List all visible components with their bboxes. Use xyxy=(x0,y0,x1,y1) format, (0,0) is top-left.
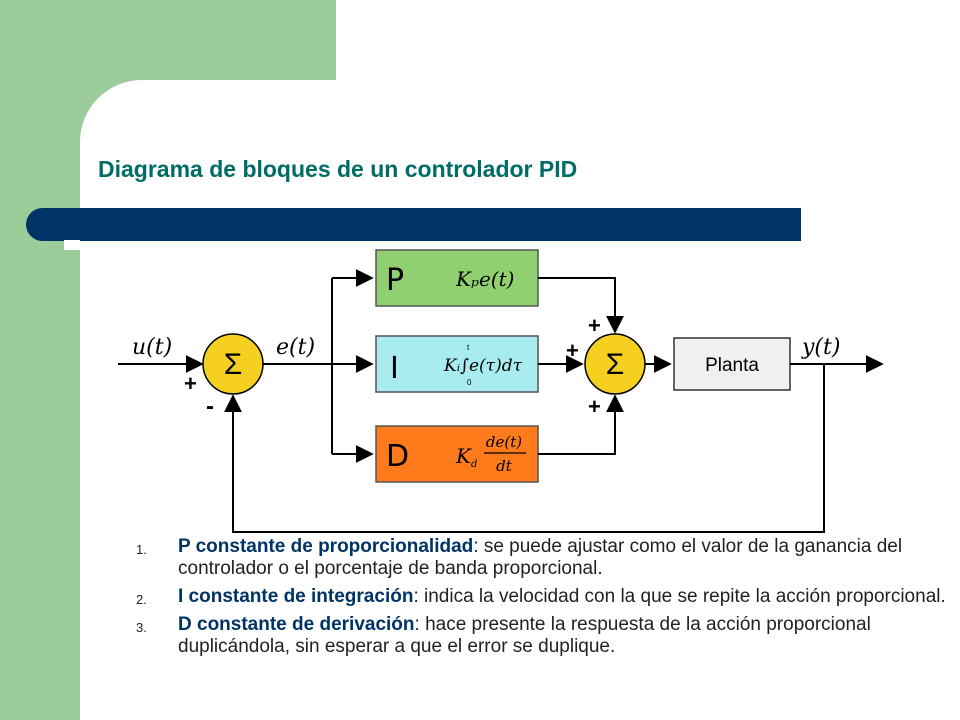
input-label: u(t) xyxy=(132,335,172,360)
error-label: e(t) xyxy=(276,335,315,360)
feedback-loop-line xyxy=(224,364,825,533)
p-block-formula: Kₚe(t) xyxy=(455,267,514,291)
summer2-plus-bottom: + xyxy=(588,394,601,419)
term-name: D constante de derivación xyxy=(178,614,415,635)
p-block: P Kₚe(t) xyxy=(375,249,539,307)
term-description: : se puede ajustar como el valor de la g… xyxy=(178,536,903,579)
summer2-plus-left: + xyxy=(566,338,579,363)
term-description: : hace presente la respuesta de la acció… xyxy=(178,614,871,657)
pid-block-diagram: u(t) + Σ - e(t) P Kₚe(t) I Kᵢ∫e(τ)dτ t 0… xyxy=(118,249,884,533)
plant-label: Planta xyxy=(705,355,759,376)
plant-block: Planta xyxy=(673,337,791,391)
p-to-summer2-line xyxy=(538,277,624,334)
d-block-numerator: de(t) xyxy=(486,433,522,451)
slide-title: Diagrama de bloques de un controlador PI… xyxy=(98,156,578,182)
list-item: 2. I constante de integración: indica la… xyxy=(136,586,956,608)
d-block-k: K xyxy=(455,444,472,468)
summer-1-symbol: Σ xyxy=(224,348,243,381)
bar-notch xyxy=(64,240,80,250)
summer1-minus-sign: - xyxy=(206,393,214,420)
output-label: y(t) xyxy=(801,335,840,360)
title-underline-bar xyxy=(26,208,801,241)
p-block-letter: P xyxy=(386,263,404,298)
list-text: I constante de integración: indica la ve… xyxy=(178,586,946,608)
i-block-letter: I xyxy=(390,351,399,386)
pid-terms-list: 1. P constante de proporcionalidad: se p… xyxy=(136,536,956,664)
i-block-formula: Kᵢ∫e(τ)dτ xyxy=(443,356,523,376)
term-description: : indica la velocidad con la que se repi… xyxy=(413,586,946,607)
d-block: D K d de(t) dt xyxy=(375,425,539,483)
term-name: P constante de proporcionalidad xyxy=(178,536,474,557)
d-block-denominator: dt xyxy=(496,457,513,475)
list-number: 2. xyxy=(136,592,147,607)
summer-2-symbol: Σ xyxy=(606,348,625,381)
list-number: 3. xyxy=(136,620,147,635)
i-integral-lower: 0 xyxy=(467,378,472,387)
list-text: P constante de proporcionalidad: se pued… xyxy=(178,536,956,580)
summer1-plus-sign: + xyxy=(184,371,197,396)
d-block-letter: D xyxy=(386,439,409,474)
d-block-k-sub: d xyxy=(471,459,477,470)
summer2-plus-top: + xyxy=(588,313,601,338)
d-to-summer2-line xyxy=(538,394,624,455)
term-name: I constante de integración xyxy=(178,586,414,607)
list-number: 1. xyxy=(136,542,147,557)
list-text: D constante de derivación: hace presente… xyxy=(178,614,956,658)
list-item: 3. D constante de derivación: hace prese… xyxy=(136,614,956,658)
i-integral-upper: t xyxy=(467,343,470,352)
i-block: I Kᵢ∫e(τ)dτ t 0 xyxy=(375,335,539,393)
list-item: 1. P constante de proporcionalidad: se p… xyxy=(136,536,956,580)
